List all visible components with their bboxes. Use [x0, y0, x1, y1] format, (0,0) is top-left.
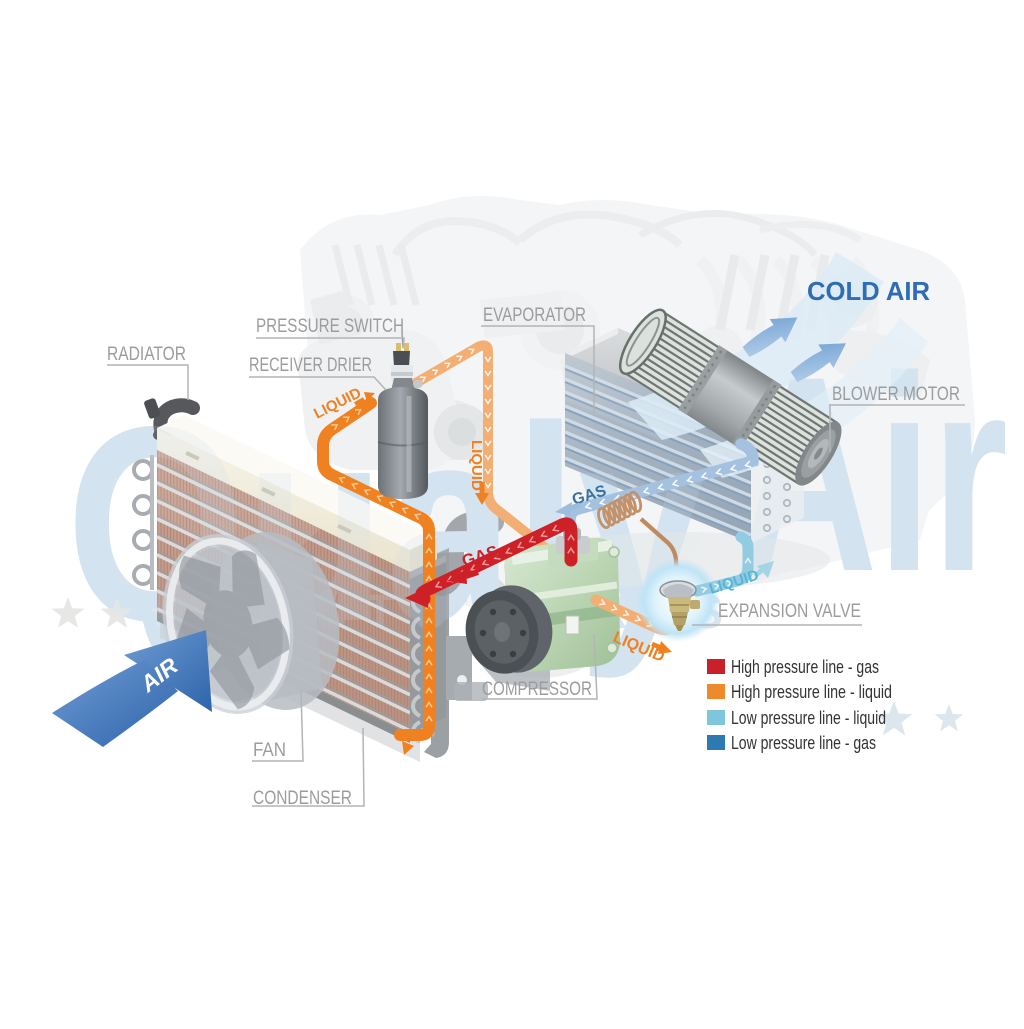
- svg-text:EXPANSION VALVE: EXPANSION VALVE: [718, 601, 861, 622]
- svg-text:COMPRESSOR: COMPRESSOR: [482, 679, 592, 700]
- svg-text:RECEIVER DRIER: RECEIVER DRIER: [249, 355, 372, 376]
- svg-text:High pressure line - gas: High pressure line - gas: [731, 656, 879, 677]
- svg-text:RADIATOR: RADIATOR: [107, 344, 186, 365]
- svg-text:EVAPORATOR: EVAPORATOR: [483, 305, 586, 326]
- svg-text:PRESSURE SWITCH: PRESSURE SWITCH: [256, 316, 404, 337]
- svg-text:LIQUID: LIQUID: [468, 440, 485, 491]
- svg-text:Air: Air: [736, 318, 1008, 629]
- svg-text:High pressure line - liquid: High pressure line - liquid: [731, 681, 892, 702]
- svg-text:COLD AIR: COLD AIR: [807, 276, 930, 306]
- svg-text:Low pressure line - gas: Low pressure line - gas: [731, 732, 876, 753]
- svg-text:FAN: FAN: [253, 740, 286, 761]
- svg-text:CONDENSER: CONDENSER: [253, 788, 352, 809]
- svg-text:Low pressure line - liquid: Low pressure line - liquid: [731, 707, 886, 728]
- svg-text:BLOWER MOTOR: BLOWER MOTOR: [832, 384, 960, 405]
